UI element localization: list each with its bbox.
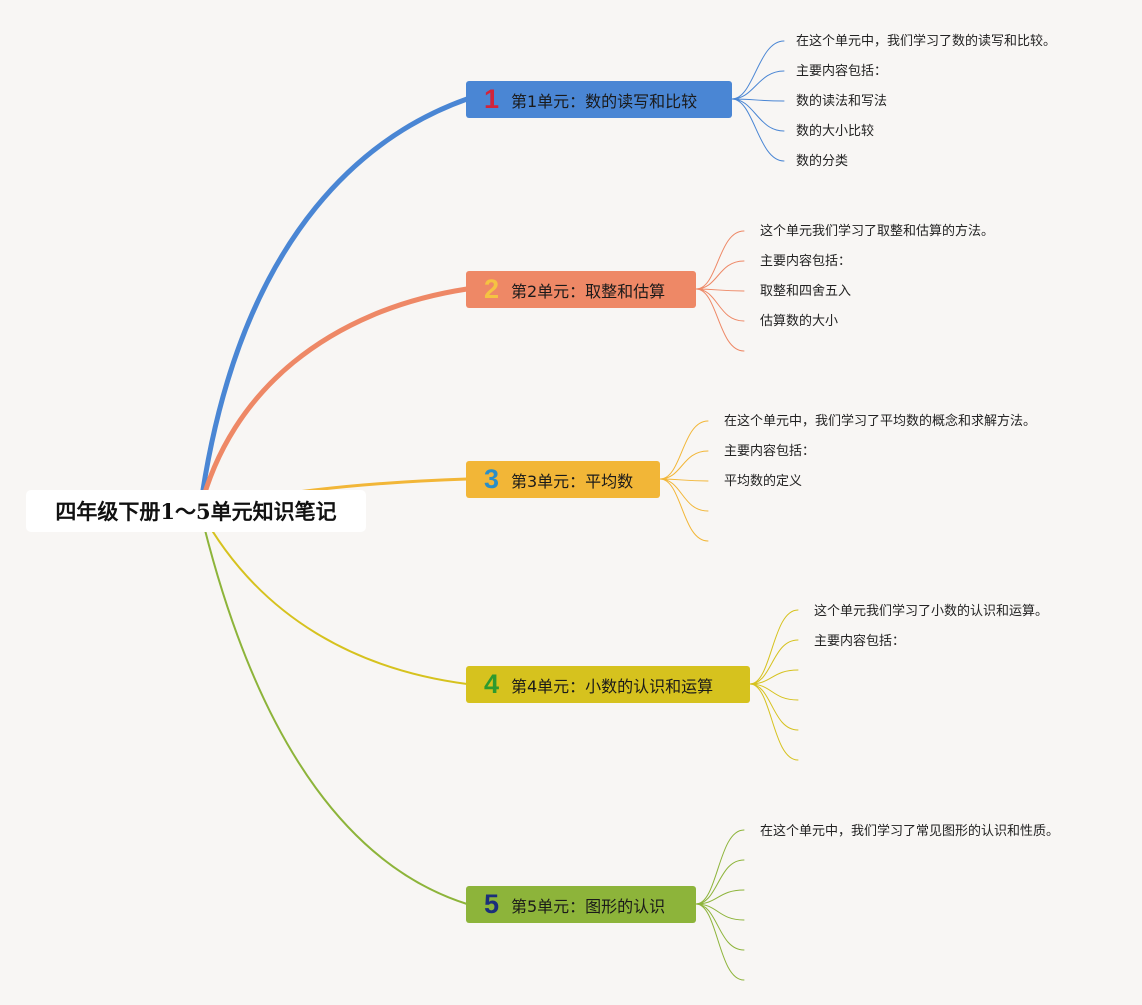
unit-4-title: 第4单元：小数的认识和运算 — [511, 676, 714, 696]
unit-2-item[interactable]: 这个单元我们学习了取整和估算的方法。 — [760, 224, 995, 239]
unit-5-leaf-connector — [695, 903, 745, 951]
unit-2-connector — [197, 286, 470, 513]
unit-number-2-icon: 2 — [484, 274, 500, 304]
unit-3-item[interactable]: 在这个单元中，我们学习了平均数的概念和求解方法。 — [724, 414, 1037, 429]
unit-1-item[interactable]: 数的读法和写法 — [796, 94, 888, 109]
root-topic[interactable]: 四年级下册1～5单元知识笔记 — [26, 490, 366, 532]
unit-4-topic[interactable]: 4 第4单元：小数的认识和运算 — [466, 666, 750, 703]
unit-1-item[interactable]: 数的分类 — [796, 154, 849, 169]
unit-5-topic[interactable]: 5 第5单元：图形的认识 — [466, 886, 696, 923]
unit-1-connector — [197, 96, 470, 513]
unit-4-leaf-connector — [749, 683, 799, 761]
unit-3-leaf-connector — [659, 420, 709, 480]
unit-1-topic[interactable]: 1 第1单元：数的读写和比较 — [466, 81, 732, 118]
unit-2-leaf-connector — [695, 288, 745, 322]
unit-1-item[interactable]: 主要内容包括： — [796, 64, 888, 79]
unit-2-item[interactable]: 估算数的大小 — [760, 314, 839, 329]
unit-4-leaf-connector — [749, 639, 799, 685]
unit-number-4-icon: 4 — [484, 669, 500, 699]
unit-2-leaf-connector — [695, 230, 745, 290]
unit-2-item[interactable]: 取整和四舍五入 — [760, 284, 852, 299]
unit-1-item[interactable]: 数的大小比较 — [796, 124, 875, 139]
unit-1-leaf-connector — [731, 98, 785, 162]
unit-number-3-icon: 3 — [484, 464, 500, 494]
unit-1-title: 第1单元：数的读写和比较 — [511, 91, 698, 111]
unit-4-leaf-connector — [749, 609, 799, 685]
root-title: 四年级下册1～5单元知识笔记 — [55, 499, 337, 524]
unit-1-leaf-connector — [731, 40, 785, 100]
unit-5-item[interactable]: 在这个单元中，我们学习了常见图形的认识和性质。 — [760, 824, 1060, 839]
unit-3-leaf-connector — [659, 478, 709, 542]
unit-number-1-icon: 1 — [484, 84, 500, 114]
unit-number-5-icon: 5 — [484, 889, 500, 919]
unit-2-leaf-connector — [695, 288, 745, 352]
unit-3-item[interactable]: 主要内容包括： — [724, 444, 816, 459]
unit-3-leaf-connector — [659, 450, 709, 480]
unit-1-leaf-connector — [731, 98, 785, 132]
unit-4-leaf-connector — [749, 683, 799, 731]
unit-4-item[interactable]: 这个单元我们学习了小数的认识和运算。 — [814, 604, 1049, 619]
unit-5-leaf-connector — [695, 829, 745, 905]
unit-2-topic[interactable]: 2 第2单元：取整和估算 — [466, 271, 696, 308]
unit-5-connector — [199, 509, 468, 905]
unit-3-leaf-connector — [659, 478, 709, 482]
unit-1-leaf-connector — [731, 70, 785, 100]
unit-3-leaf-connector — [659, 478, 709, 512]
unit-3-topic[interactable]: 3 第3单元：平均数 — [466, 461, 660, 498]
unit-2-leaf-connector — [695, 288, 745, 292]
unit-2-title: 第2单元：取整和估算 — [511, 281, 666, 301]
unit-5-leaf-connector — [695, 889, 745, 905]
unit-4-item[interactable]: 主要内容包括： — [814, 634, 906, 649]
unit-1-leaf-connector — [731, 98, 785, 102]
unit-5-leaf-connector — [695, 859, 745, 905]
unit-2-item[interactable]: 主要内容包括： — [760, 254, 852, 269]
unit-1-item[interactable]: 在这个单元中，我们学习了数的读写和比较。 — [796, 34, 1057, 49]
unit-3-title: 第3单元：平均数 — [511, 471, 634, 491]
unit-4-leaf-connector — [749, 669, 799, 685]
unit-5-leaf-connector — [695, 903, 745, 981]
unit-5-title: 第5单元：图形的认识 — [511, 896, 666, 916]
unit-2-leaf-connector — [695, 260, 745, 290]
unit-4-connector — [199, 509, 468, 685]
unit-3-item[interactable]: 平均数的定义 — [724, 474, 803, 489]
